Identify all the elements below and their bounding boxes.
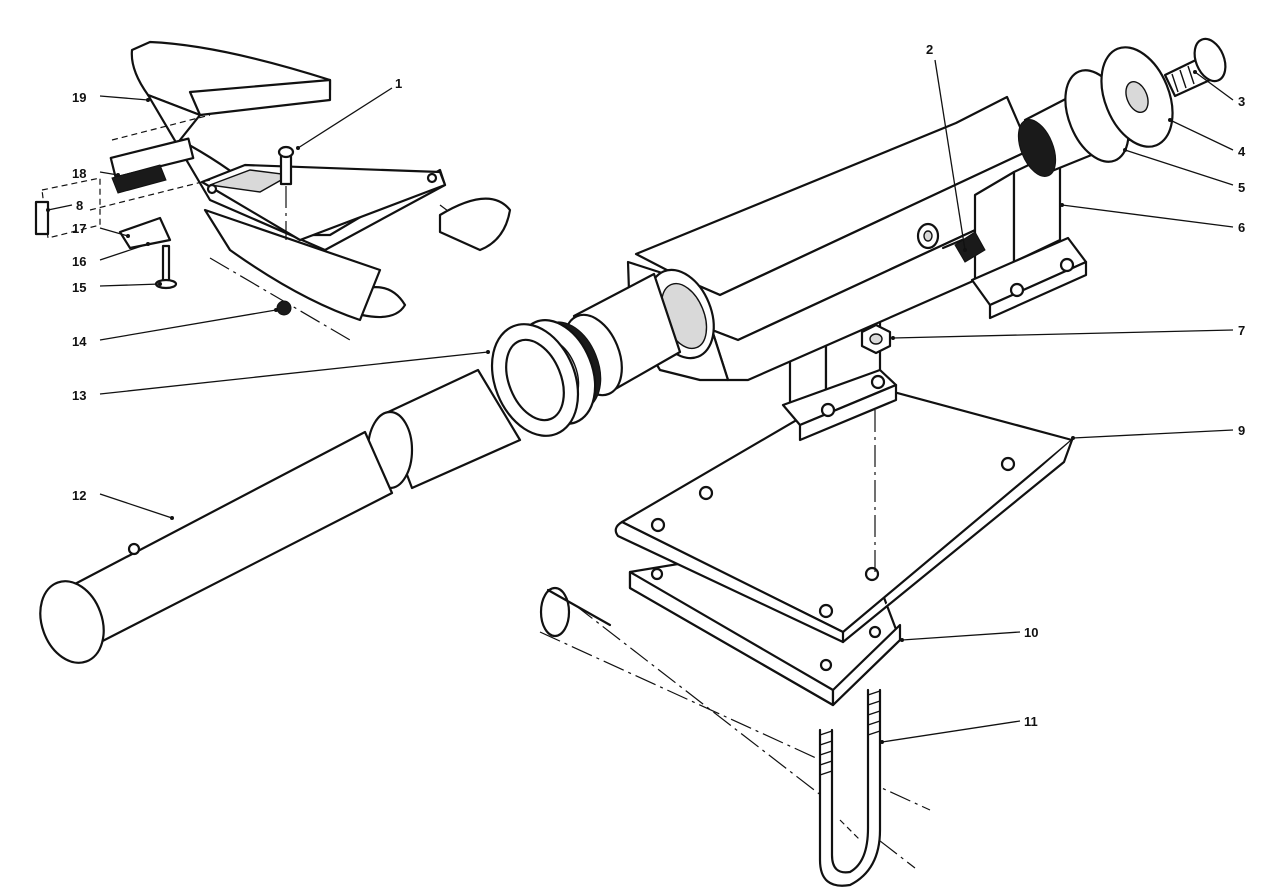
front-shaft-assembly xyxy=(490,272,682,437)
tube-12 xyxy=(39,368,522,664)
rear-shaft-assembly xyxy=(1017,37,1227,177)
callout-6: 6 xyxy=(1238,220,1245,235)
mounting-plate xyxy=(614,375,1074,644)
callout-7: 7 xyxy=(1238,323,1245,338)
callout-10: 10 xyxy=(1024,625,1038,640)
callout-14: 14 xyxy=(72,334,87,349)
main-housing xyxy=(626,95,1050,382)
callout-11: 11 xyxy=(1024,714,1038,729)
callout-1: 1 xyxy=(395,76,402,91)
callout-9: 9 xyxy=(1238,423,1245,438)
bolt-2 xyxy=(916,222,986,263)
leader-lines xyxy=(46,59,1234,744)
callout-18: 18 xyxy=(72,166,86,181)
callout-12: 12 xyxy=(72,488,86,503)
pedal-assembly xyxy=(34,40,512,341)
callout-4: 4 xyxy=(1238,144,1246,159)
callout-3: 3 xyxy=(1238,94,1245,109)
u-bolt xyxy=(818,688,882,887)
nut-7 xyxy=(860,323,892,355)
callout-15: 15 xyxy=(72,280,86,295)
callout-13: 13 xyxy=(72,388,86,403)
callout-17: 17 xyxy=(72,221,86,236)
rear-bracket xyxy=(970,148,1088,320)
callout-19: 19 xyxy=(72,90,86,105)
callout-2: 2 xyxy=(926,42,933,57)
callout-8: 8 xyxy=(76,198,83,213)
callout-16: 16 xyxy=(72,254,86,269)
callout-5: 5 xyxy=(1238,180,1245,195)
callouts: 1 2 3 4 5 6 7 8 9 10 11 12 13 14 15 16 1… xyxy=(72,42,1246,729)
